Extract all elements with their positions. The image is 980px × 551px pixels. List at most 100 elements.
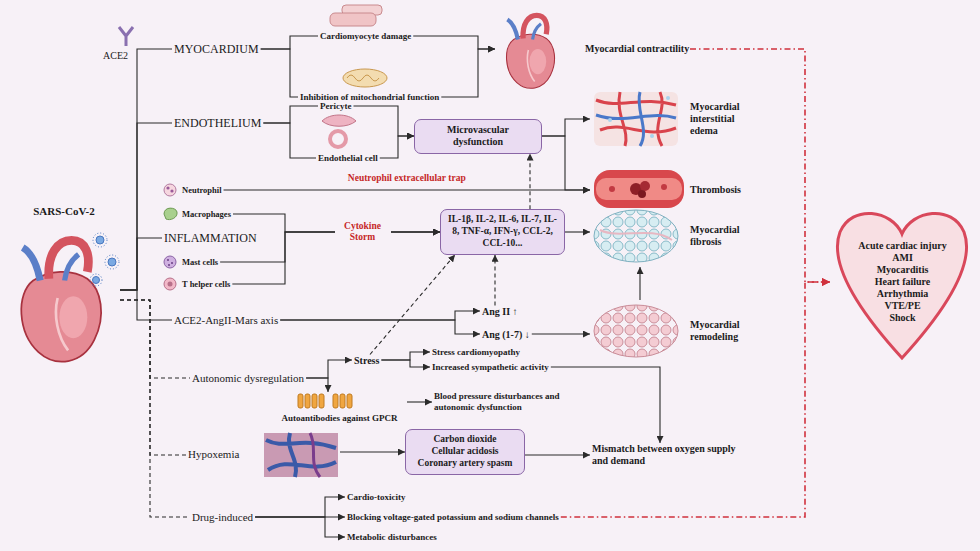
effect-label: Mismatch between oxygen supply and deman… (590, 443, 750, 467)
node-text: Ang II ↑ (482, 306, 518, 317)
connector (255, 497, 345, 517)
remodeling-illustration (594, 305, 678, 357)
connector (353, 106, 414, 136)
node-text: Neutrophil (182, 185, 222, 195)
connector (261, 49, 298, 97)
connector (120, 49, 172, 290)
connector (381, 352, 430, 360)
dashed-connector (529, 154, 530, 210)
node-text: IL-1β, IL-2, IL-6, IL-7, IL-8, TNF-α, IF… (447, 214, 558, 250)
effect-label: Blood pressure disturbances and autonomi… (432, 391, 604, 413)
connector (380, 136, 414, 158)
dashed-connector (370, 255, 455, 355)
node-text: Metabolic disturbances (347, 532, 437, 542)
node-text: Cellular acidosis (412, 446, 518, 458)
connector (120, 238, 162, 290)
node-text: Thrombosis (690, 184, 741, 196)
outcome-illustration: Myocardial contractility (495, 5, 690, 93)
effect-label: Ang II ↑ (480, 306, 520, 317)
connector (224, 189, 590, 190)
endothelial-icon (330, 131, 346, 147)
node-text: AMI (830, 252, 975, 264)
node-text: Myocardial interstitial edema (690, 101, 755, 137)
process-box: Microvascular dysfunction (414, 119, 542, 154)
node-text: ACE2-AngII-Mars axis (174, 314, 278, 326)
fibrosis-illustration (594, 210, 678, 262)
virus-heart: SARS-CoV-2 (8, 205, 120, 395)
node-text: Drug-induced (192, 511, 253, 523)
category-label: Hypoxemia (188, 430, 340, 480)
connector (263, 123, 316, 158)
connector (407, 401, 432, 402)
node-text: Coronary artery spasm (412, 458, 518, 470)
outcome-illustration: Myocardial fibrosis (590, 205, 755, 267)
node-text: VTE/PE (830, 300, 975, 312)
connector (340, 451, 405, 452)
node-text: Cardio-toxicity (347, 492, 406, 502)
category-label: INFLAMMATION (162, 231, 259, 246)
node-text: Hypoxemia (188, 448, 239, 461)
receptor-label: Autoantibodies against GPCR (272, 392, 407, 424)
process-box: IL-1β, IL-2, IL-6, IL-7, IL-8, TNF-α, IF… (440, 209, 565, 255)
edema-illustration (594, 92, 678, 146)
category-label: MYOCARDIUM (172, 42, 261, 57)
node-text: Blood pressure disturbances and autonomi… (434, 391, 602, 413)
connector (120, 123, 172, 290)
thrombosis-illustration (594, 170, 684, 208)
cell-label: T helper cells (180, 279, 232, 289)
connector (565, 231, 590, 232)
cell-label: Macrophages (180, 209, 233, 219)
connector (280, 320, 480, 334)
ace2-receptor (119, 27, 133, 46)
cell-label: Neutrophil (180, 185, 224, 195)
connector (413, 36, 495, 49)
node-text: Acute cardiac injury (830, 240, 975, 252)
process-box: Carbon dioxideCellular acidosisCoronary … (405, 429, 525, 475)
connector (263, 106, 318, 123)
node-text: Myocardial contractility (585, 43, 689, 55)
node-text: INFLAMMATION (164, 231, 257, 246)
heart-illustration (21, 15, 554, 361)
node-text: Microvascular dysfunction (421, 124, 535, 149)
node-text: Shock (830, 312, 975, 324)
cell-label: Mast cells (180, 257, 220, 267)
connector (280, 311, 480, 320)
cardiomyocyte-icon (330, 5, 382, 26)
connector (525, 454, 590, 455)
node-text: Endothelial cell (318, 153, 378, 163)
node-text: ENDOTHELIUM (174, 116, 261, 131)
gpcr-icon (298, 394, 352, 408)
node-text: Autoantibodies against GPCR (281, 413, 397, 424)
node-text: Macrophages (182, 209, 231, 219)
mitochondrion-icon (343, 69, 387, 87)
connector (441, 49, 495, 97)
node-text: Stress (354, 355, 379, 366)
effect-label: Cardio-toxicity (345, 492, 408, 502)
outcome-illustration: Myocardial interstitial edema (590, 88, 755, 150)
outcome-illustration: Myocardial remodeling (590, 300, 755, 362)
category-label: ACE2-AngII-Mars axis (172, 314, 280, 326)
node-text: Increased sympathetic activity (432, 362, 549, 372)
connector (542, 119, 590, 136)
effect-label: Stress (352, 355, 381, 366)
effect-label: Inhibition of mitochondrial function (298, 92, 441, 102)
receptor-label: ACE2 (103, 50, 128, 61)
category-label: Autonomic dysregulation (190, 372, 306, 384)
node-text: Ang (1-7) ↓ (482, 329, 530, 340)
node-text: Mast cells (182, 257, 218, 267)
category-label: ENDOTHELIUM (172, 116, 263, 131)
effect-label: Ang (1-7) ↓ (480, 329, 532, 340)
node-text: Stress cardiomyopathy (432, 347, 520, 357)
node-text: Myocardial fibrosis (690, 224, 755, 248)
virus-particles (90, 233, 119, 286)
effect-label: Blocking voltage-gated potassium and sod… (345, 512, 561, 522)
node-text: Heart failure (830, 276, 975, 288)
cell-label: Pericyte (318, 101, 353, 111)
node-text: Inhibition of mitochondrial function (300, 92, 439, 102)
connector (532, 333, 590, 334)
connector (120, 290, 172, 320)
node-text: Carbon dioxide (412, 434, 518, 446)
dashed-connector (120, 300, 190, 378)
dashed-connector (494, 255, 495, 306)
connector (551, 367, 660, 443)
